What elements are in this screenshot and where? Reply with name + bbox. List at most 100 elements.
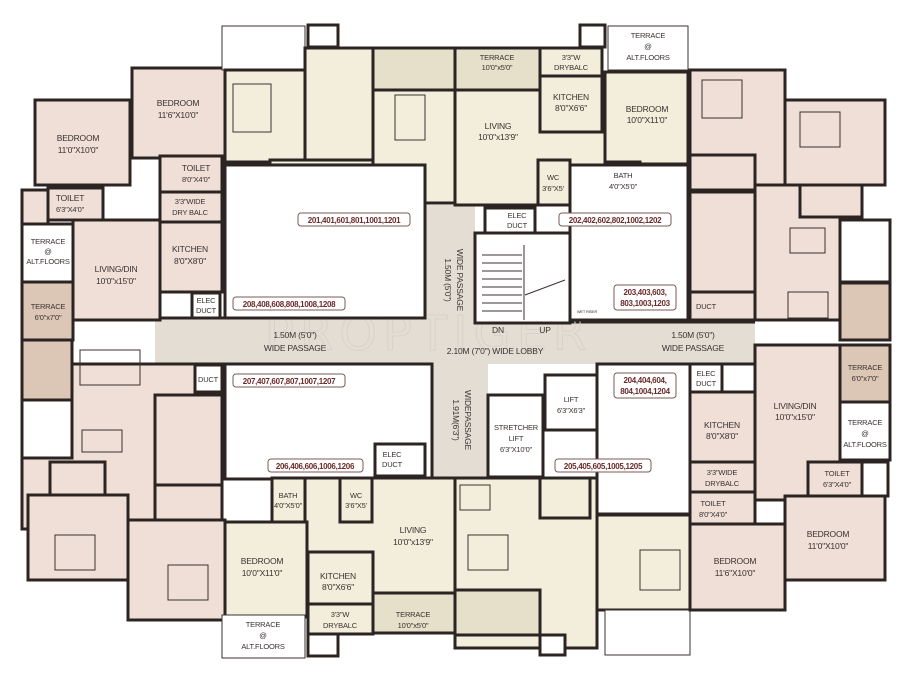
room-label: DUCT	[696, 379, 717, 388]
room-size: 11'6"X10'0"	[158, 110, 199, 120]
terrace-void	[221, 25, 306, 71]
room-kitchen	[303, 46, 375, 165]
room-label: WC	[350, 491, 363, 500]
room-label: BEDROOM	[626, 104, 669, 114]
room-label: 3'3"WIDE	[175, 197, 206, 206]
passage-label: WIDE PASSAGE	[264, 343, 327, 353]
elec-duct	[483, 206, 537, 235]
circulation-labels: 1.50M (5'0") WIDE PASSAGE 2.10M (7'0") W…	[264, 249, 725, 451]
unit-bottom-middle-right	[453, 362, 692, 657]
room-label: TERRACE	[631, 31, 666, 40]
room-label: 3'3"W	[331, 610, 351, 619]
room-label: TERRACE	[31, 237, 66, 246]
room-label: ELEC	[508, 211, 528, 220]
room-bedroom	[223, 520, 309, 619]
room-size: 10'0"x13'9"	[393, 537, 433, 547]
room-terrace-alt	[838, 218, 892, 284]
room-label: DRYBALC	[705, 479, 740, 488]
bed-icon	[232, 83, 272, 133]
bed-icon	[799, 111, 841, 148]
room-size: 3'6"X5'	[542, 184, 564, 193]
riser-label: WET RISER	[577, 309, 598, 314]
room-label: LIVING	[485, 121, 512, 131]
unit-number-tag: 204,404,604,	[623, 376, 666, 385]
room-bath-wc	[538, 476, 592, 520]
room-label: TERRACE	[246, 620, 281, 629]
open-void	[223, 163, 427, 320]
bottom-vertical-passage	[432, 362, 488, 477]
room-label: ALT.FLOORS	[843, 440, 886, 449]
dining-table-icon	[81, 429, 123, 453]
dining-table-icon	[459, 484, 491, 511]
sofa-icon	[394, 94, 426, 141]
room-bedroom	[126, 518, 227, 622]
unit-number-tag: 803,1003,1203	[620, 299, 670, 308]
room-label: STRETCHER	[494, 423, 539, 432]
room-size: 8'0"X4'0"	[182, 175, 211, 184]
room-size: 6'0"x7'0"	[852, 374, 879, 383]
room-label: DRYBALC	[323, 621, 358, 630]
room-label: KITCHEN	[172, 244, 208, 254]
room-label: BATH	[614, 171, 633, 180]
room-label: TERRACE	[396, 610, 431, 619]
room-label: DUCT	[382, 460, 403, 469]
room-label: TOILET	[182, 163, 210, 173]
shaft	[306, 23, 340, 49]
bed-icon	[701, 79, 743, 119]
room-label: BEDROOM	[807, 529, 850, 539]
dining-table-icon	[789, 227, 826, 254]
room-label: BEDROOM	[241, 556, 284, 566]
room-label: TERRACE	[848, 418, 883, 427]
room-label: ELEC	[197, 296, 217, 305]
room-label: LIFT	[509, 434, 524, 443]
room-label: @	[44, 247, 51, 256]
room-labels: BEDROOM 11'6"X10'0" BEDROOM 11'0"X10'0" …	[26, 31, 887, 651]
unit-top-left	[20, 66, 227, 342]
room-terrace	[838, 343, 892, 404]
sofa-icon	[467, 534, 509, 571]
room-size: 10'0"x15'0"	[96, 276, 136, 286]
room-size: 10'0"X11'0"	[242, 568, 283, 578]
room-terrace	[453, 46, 542, 92]
room-size: 4'0"X5'0"	[609, 182, 638, 191]
room-terrace-alt	[838, 400, 892, 462]
room-label: LIVING/DIN	[774, 401, 817, 411]
room-terrace	[371, 46, 457, 92]
room-label: TOILET	[701, 499, 727, 508]
room-label: TERRACE	[31, 302, 66, 311]
room-size: 11'6"X10'0"	[715, 568, 756, 578]
room-size: 10'0"x5'0"	[398, 621, 429, 630]
room-size: 6'3"X10'0"	[500, 445, 533, 454]
room-bath	[270, 476, 307, 524]
room-kitchen	[538, 74, 604, 134]
room-size: 11'0"X10'0"	[58, 145, 99, 155]
unit-bottom-middle-left	[221, 476, 457, 659]
passage-label: 1.50M (5'0")	[671, 330, 715, 340]
passage-label: 1.50M (5'0")	[443, 258, 453, 302]
room-size: 8'0"X8'0"	[706, 431, 738, 441]
duct	[193, 363, 224, 394]
unit-number-tag: 201,401,601,801,1001,1201	[308, 216, 401, 225]
passage-label: WIDE PASSAGE	[662, 343, 725, 353]
room-size: 3'6"X5'	[345, 501, 367, 510]
room-label: LIVING	[400, 525, 427, 535]
unit-number-tag: 208,408,608,808,1008,1208	[243, 300, 336, 309]
room-size: 10'0"x5'0"	[482, 63, 513, 72]
room-toilet	[806, 460, 864, 498]
shaft	[538, 633, 567, 657]
room-label: ALT.FLOORS	[26, 257, 69, 266]
room-terrace-alt	[221, 614, 306, 659]
room-size: 6'3"X4'0"	[823, 480, 852, 489]
room-size: 10'0"x13'9"	[478, 132, 518, 142]
room-size: 8'0"X6'6"	[555, 103, 587, 113]
room-toilet	[48, 460, 107, 499]
room-label: KITCHEN	[320, 571, 356, 581]
room-dry-balcony	[538, 46, 604, 78]
room-kitchen	[688, 390, 757, 464]
room-label: DRYBALC	[554, 63, 589, 72]
room-bedroom	[33, 98, 132, 187]
room-bedroom	[688, 522, 787, 612]
room-label: 3'3"W	[562, 53, 582, 62]
passage-label: 1.91M(6'3")	[451, 399, 461, 441]
